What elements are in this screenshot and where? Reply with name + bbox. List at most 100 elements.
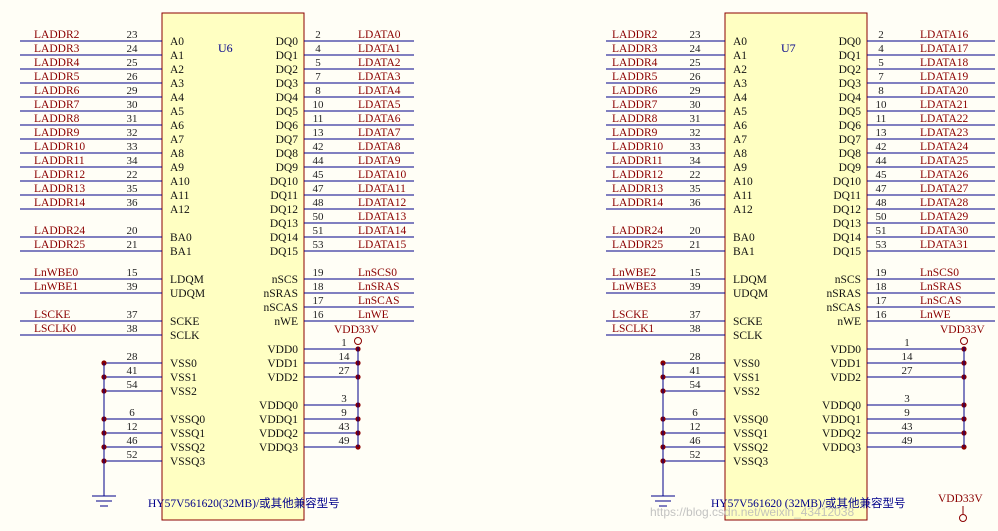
- right-pin-name: DQ8: [276, 148, 299, 160]
- right-pin-number: 10: [876, 99, 888, 111]
- right-net-label: LnSCAS: [358, 295, 400, 307]
- right-pin-name: DQ9: [839, 162, 862, 174]
- left-net-label: LADDR9: [612, 127, 658, 139]
- left-pin-name: A4: [170, 92, 184, 104]
- right-pin-number: 18: [876, 281, 888, 293]
- left-net-label: LADDR11: [612, 155, 663, 167]
- watermark-text: https://blog.csdn.net/weixin_43412038: [650, 505, 854, 519]
- right-pin-number: 17: [313, 295, 325, 307]
- left-net-label: LADDR9: [34, 127, 80, 139]
- left-pin-number: 37: [127, 309, 139, 321]
- left-pin-number: 30: [690, 99, 702, 111]
- right-pin-number: 19: [313, 267, 325, 279]
- right-pin-number: 2: [315, 29, 321, 41]
- vdd-pin-number: 14: [339, 351, 351, 363]
- chip-designator: U7: [781, 41, 796, 55]
- left-net-label: LADDR8: [612, 113, 658, 125]
- left-pin-name: A10: [170, 176, 190, 188]
- left-pin-name: A2: [733, 64, 747, 76]
- right-net-label: LDATA20: [920, 85, 969, 97]
- left-net-label: LSCKE: [612, 309, 648, 321]
- right-net-label: LDATA19: [920, 71, 969, 83]
- left-pin-number: 35: [690, 183, 702, 195]
- right-net-label: LDATA1: [358, 43, 401, 55]
- left-pin-number: 21: [690, 239, 701, 251]
- right-pin-number: 4: [878, 43, 884, 55]
- vdd-pin-name: VDDQ0: [259, 400, 298, 412]
- right-pin-number: 8: [315, 85, 321, 97]
- left-pin-number: 25: [690, 57, 702, 69]
- left-pin-name: A6: [733, 120, 747, 132]
- left-pin-name: UDQM: [170, 288, 205, 300]
- right-pin-name: DQ8: [839, 148, 862, 160]
- vdd-pin-name: VDD2: [830, 372, 861, 384]
- vdd-pin-name: VDDQ2: [822, 428, 861, 440]
- left-net-label: LADDR3: [34, 43, 80, 55]
- left-pin-name: A4: [733, 92, 747, 104]
- right-pin-name: DQ3: [839, 78, 862, 90]
- left-pin-number: 36: [690, 197, 702, 209]
- left-pin-number: 34: [690, 155, 702, 167]
- right-pin-number: 13: [876, 127, 888, 139]
- left-net-label: LADDR25: [34, 239, 85, 251]
- left-pin-number: 25: [127, 57, 139, 69]
- vss-pin-number: 41: [690, 365, 701, 377]
- right-net-label: LDATA25: [920, 155, 969, 167]
- right-pin-number: 11: [313, 113, 324, 125]
- right-net-label: LDATA21: [920, 99, 969, 111]
- right-pin-number: 10: [313, 99, 325, 111]
- left-net-label: LADDR11: [34, 155, 85, 167]
- vss-pin-name: VSSQ2: [170, 442, 205, 454]
- left-net-label: LADDR3: [612, 43, 658, 55]
- left-pin-name: SCKE: [733, 316, 762, 328]
- left-pin-number: 39: [127, 281, 139, 293]
- right-pin-number: 45: [876, 169, 888, 181]
- left-pin-number: 31: [690, 113, 701, 125]
- right-pin-name: DQ7: [839, 134, 862, 146]
- left-pin-name: UDQM: [733, 288, 768, 300]
- left-pin-number: 23: [690, 29, 702, 41]
- chip-body: [724, 12, 868, 521]
- left-pin-number: 26: [127, 71, 139, 83]
- right-pin-number: 16: [876, 309, 888, 321]
- vss-pin-name: VSSQ0: [733, 414, 768, 426]
- left-pin-name: SCKE: [170, 316, 199, 328]
- left-pin-name: A12: [733, 204, 753, 216]
- right-pin-number: 19: [876, 267, 888, 279]
- left-pin-name: SCLK: [733, 330, 763, 342]
- right-net-label: LDATA7: [358, 127, 401, 139]
- vss-pin-number: 6: [692, 407, 698, 419]
- right-pin-name: nSRAS: [263, 288, 298, 300]
- left-net-label: LADDR12: [612, 169, 663, 181]
- right-net-label: LDATA5: [358, 99, 401, 111]
- right-pin-name: DQ10: [833, 176, 861, 188]
- right-net-label: LnSRAS: [920, 281, 962, 293]
- vss-pin-name: VSSQ3: [170, 456, 205, 468]
- left-pin-number: 36: [127, 197, 139, 209]
- left-pin-number: 15: [690, 267, 702, 279]
- left-pin-name: BA0: [733, 232, 755, 244]
- right-pin-number: 11: [876, 113, 887, 125]
- left-net-label: LADDR24: [34, 225, 85, 237]
- left-pin-name: LDQM: [733, 274, 767, 286]
- vdd-pin-name: VDD1: [267, 358, 298, 370]
- right-pin-number: 50: [313, 211, 325, 223]
- vdd-pin-number: 3: [341, 393, 347, 405]
- left-pin-number: 35: [127, 183, 139, 195]
- vdd-pin-number: 3: [904, 393, 910, 405]
- left-pin-name: LDQM: [170, 274, 204, 286]
- right-pin-number: 16: [313, 309, 325, 321]
- right-net-label: LDATA17: [920, 43, 969, 55]
- right-pin-number: 44: [313, 155, 325, 167]
- right-net-label: LDATA29: [920, 211, 969, 223]
- chip-body: [161, 12, 305, 521]
- right-pin-name: DQ6: [276, 120, 299, 132]
- right-pin-number: 42: [313, 141, 324, 153]
- right-net-label: LDATA9: [358, 155, 401, 167]
- right-net-label: LDATA18: [920, 57, 969, 69]
- right-pin-number: 5: [315, 57, 321, 69]
- left-net-label: LADDR12: [34, 169, 85, 181]
- vdd-pin-number: 27: [902, 365, 914, 377]
- right-pin-name: DQ11: [833, 190, 861, 202]
- vss-pin-name: VSS0: [170, 358, 197, 370]
